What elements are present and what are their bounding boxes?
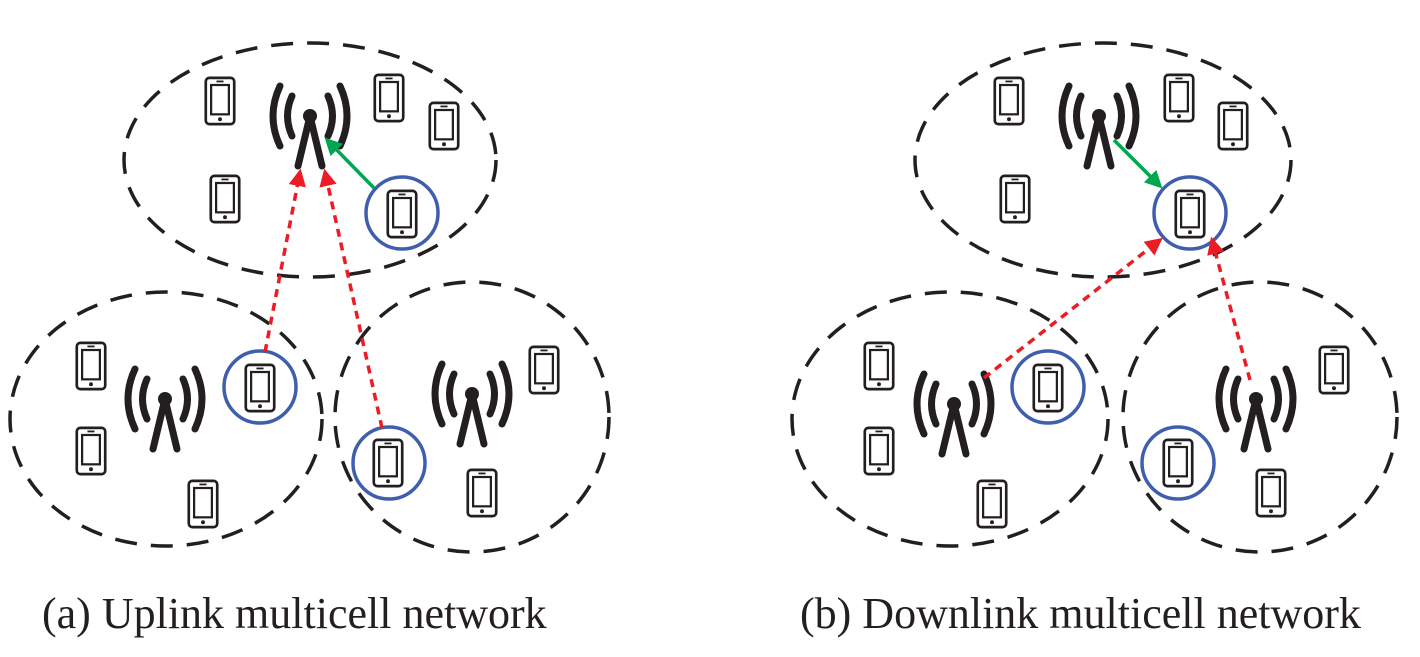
cell-boundary-right [333,280,611,554]
smartphone-icon [1217,101,1249,151]
smartphone-icon [244,363,276,413]
antenna-tower-icon [917,374,991,454]
served-user-highlight [1152,175,1228,251]
smartphone-icon [1032,363,1064,413]
smartphone-icon [863,426,895,476]
panel-uplink [8,41,611,554]
served-user-highlight [364,175,440,251]
smartphone-icon [75,341,107,391]
antenna-tower-icon [435,364,509,444]
cell-boundary-left [790,290,1110,548]
smartphone-icon [386,189,418,239]
cell-boundary-left [8,290,324,548]
smartphone-icon [1255,468,1287,518]
antenna-tower-icon [273,86,347,166]
interference-link-arrow [1207,236,1252,381]
interference-link-arrow [263,168,306,353]
smartphone-icon [528,345,560,395]
served-user-highlight [351,425,427,501]
cell-boundary-top [913,41,1293,279]
served-user-highlight [222,349,298,425]
smartphone-icon [1318,345,1350,395]
antenna-tower-icon [128,369,202,449]
desired-link-arrow [324,137,376,190]
cell-boundary-top [122,41,498,279]
smartphone-icon [999,174,1031,224]
interference-link-arrow [319,168,384,429]
caption-downlink: (b) Downlink multicell network [800,589,1361,638]
smartphone-icon [428,101,460,151]
antenna-tower-icon [1062,86,1136,166]
smartphone-icon [372,438,404,488]
caption-uplink: (a) Uplink multicell network [42,589,547,638]
panel-downlink [790,41,1399,554]
smartphone-icon [466,468,498,518]
smartphone-icon [1174,189,1206,239]
served-user-highlight [1140,425,1216,501]
smartphone-icon [373,73,405,123]
smartphone-icon [993,76,1025,126]
smartphone-icon [1163,73,1195,123]
smartphone-icon [187,479,219,529]
smartphone-icon [976,479,1008,529]
smartphone-icon [1162,438,1194,488]
smartphone-icon [204,76,236,126]
served-user-highlight [1010,349,1086,425]
interference-link-arrow [982,237,1163,380]
smartphone-icon [209,174,241,224]
desired-link-arrow [1112,138,1163,189]
smartphone-icon [75,426,107,476]
antenna-tower-icon [1219,369,1293,449]
cell-boundary-right [1121,280,1399,554]
smartphone-icon [863,341,895,391]
